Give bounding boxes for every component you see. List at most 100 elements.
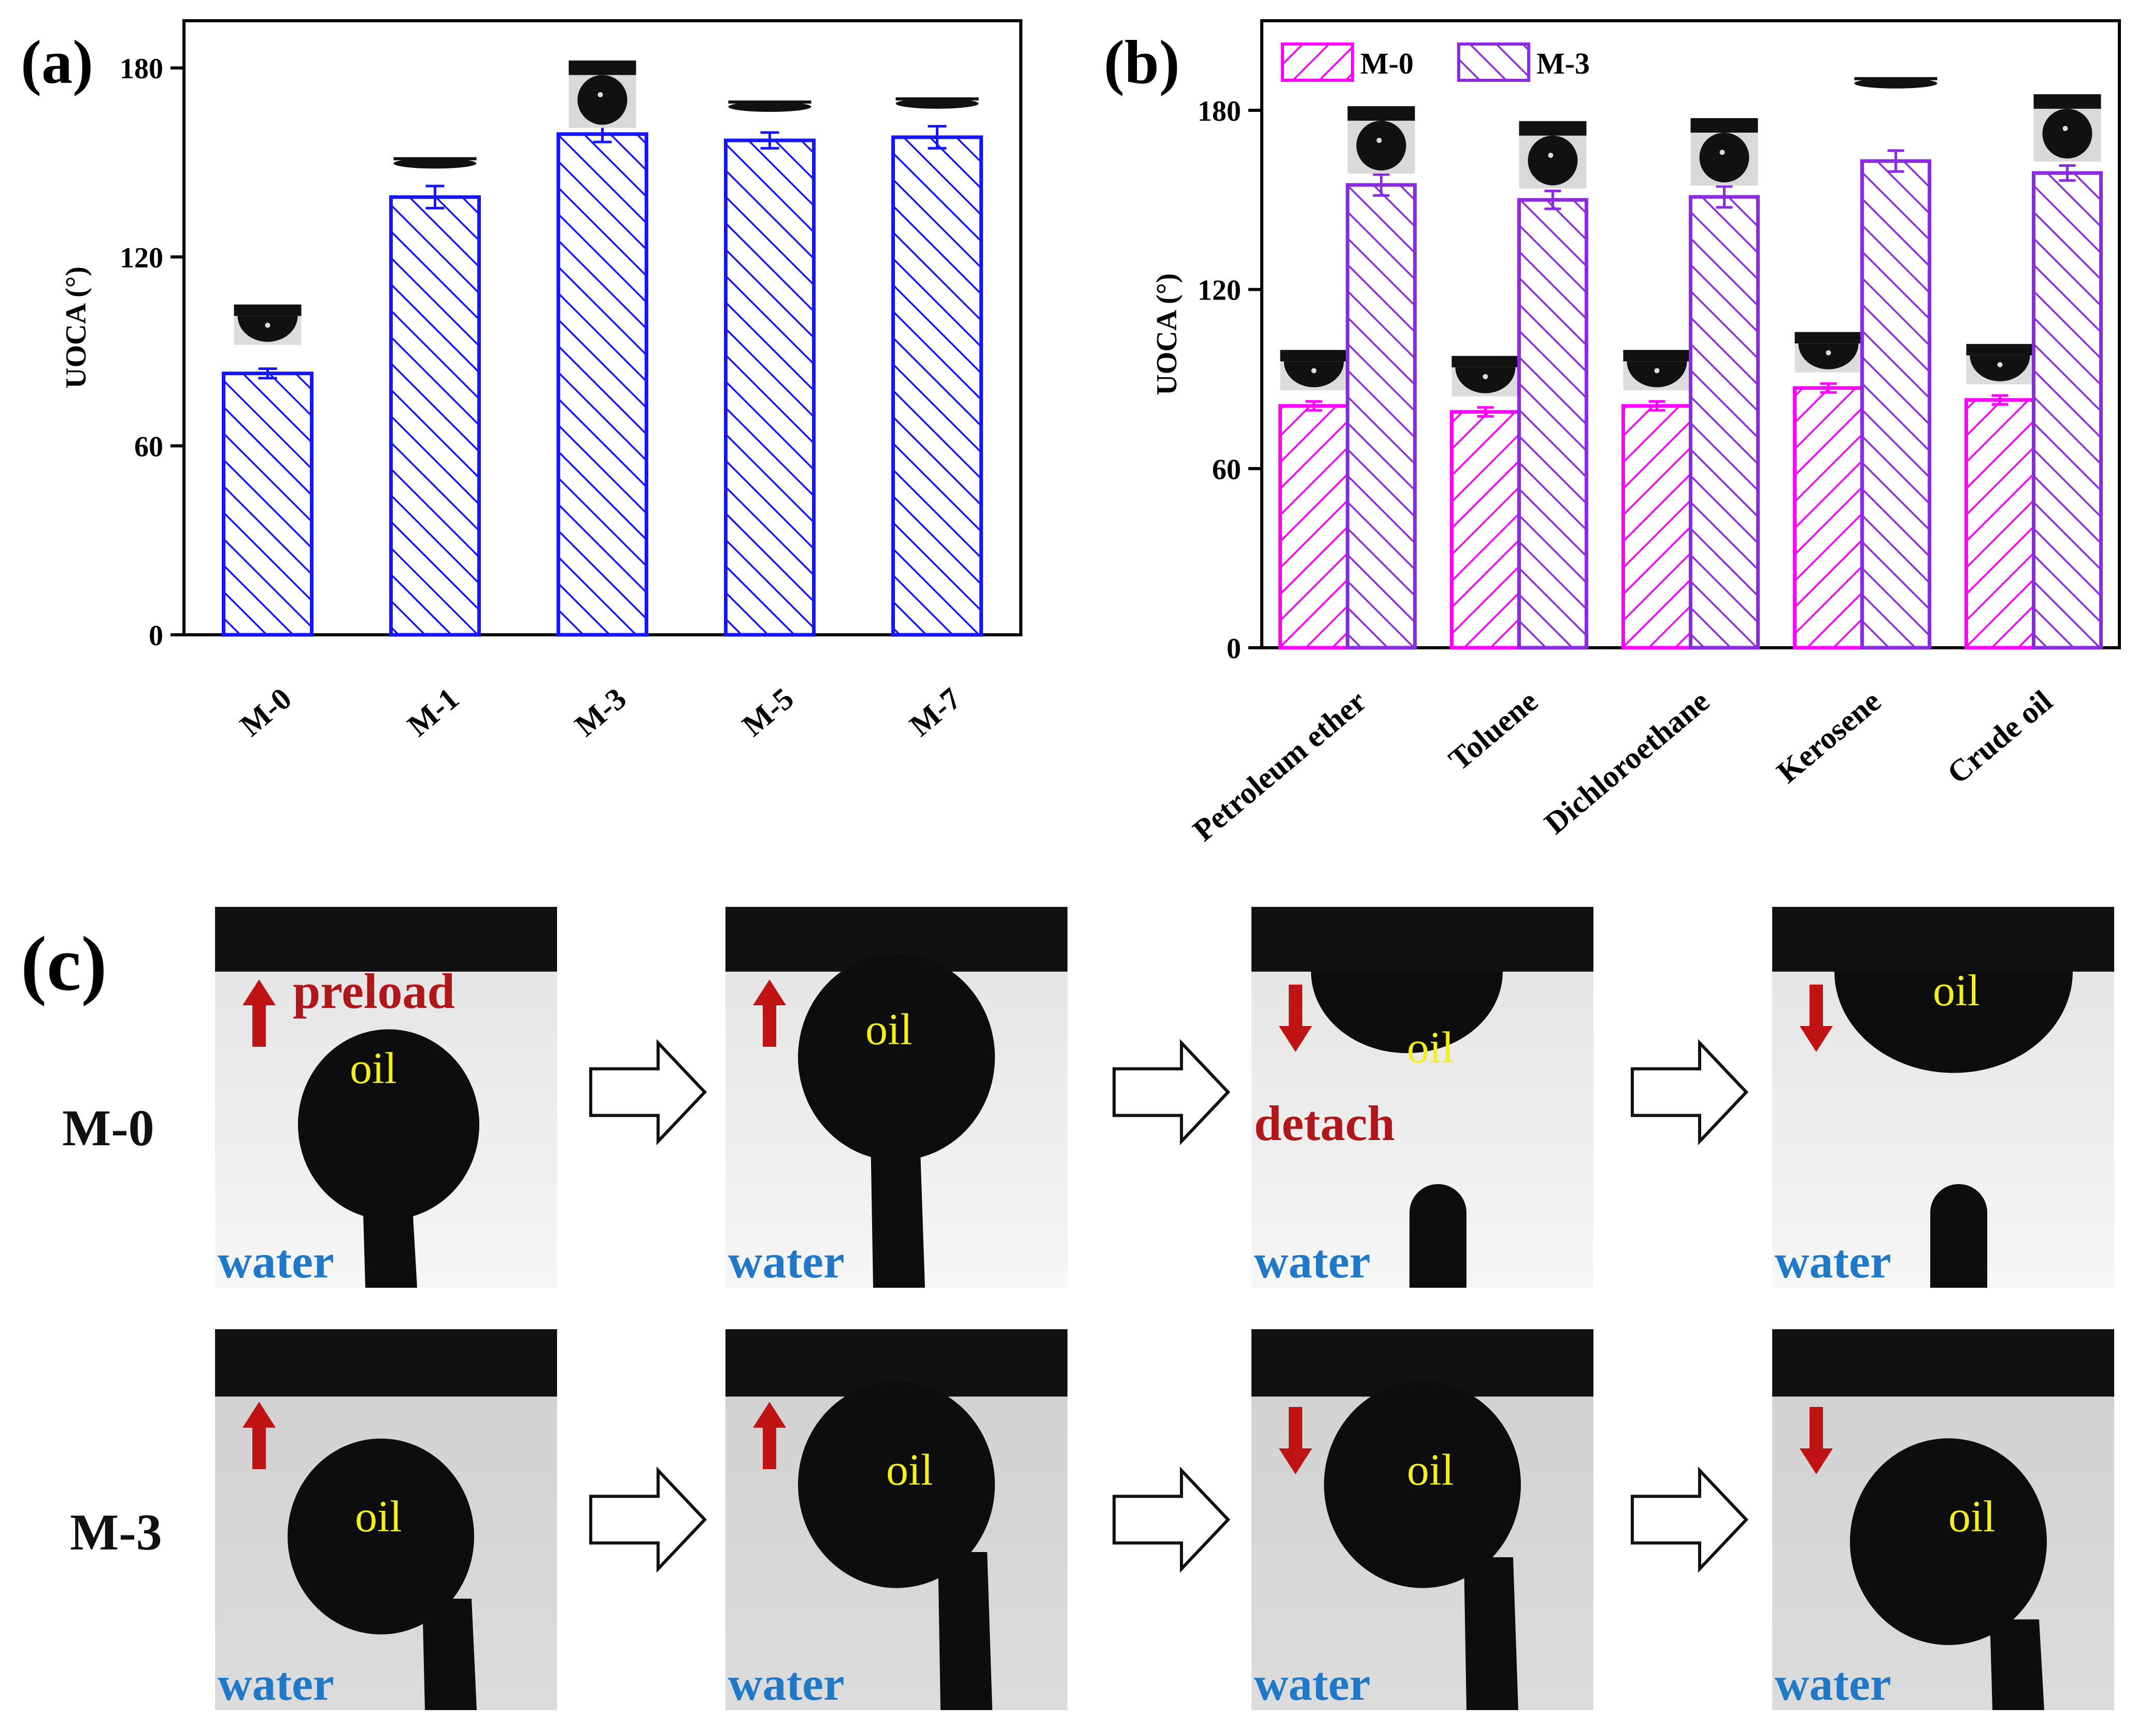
- membrane-substrate: [215, 1329, 557, 1397]
- needle: [1464, 1557, 1518, 1710]
- chart-b-ytick-label: 120: [1198, 275, 1241, 307]
- x-tick-label: Kerosene: [1770, 684, 1887, 789]
- droplet-inset: [1280, 350, 1348, 391]
- bar: [2032, 171, 2103, 650]
- frame: oil water preload: [215, 907, 557, 1288]
- x-tick-label: Crude oil: [1941, 684, 2059, 790]
- water-label: water: [218, 1235, 334, 1288]
- needle: [1990, 1619, 2044, 1710]
- droplet-inset: [728, 100, 811, 112]
- oil-label: oil: [355, 1491, 402, 1541]
- needle: [871, 1135, 925, 1288]
- bar: [1450, 410, 1521, 650]
- arrow-up-icon: [753, 979, 786, 1047]
- arrow-down-icon: [1279, 985, 1312, 1052]
- process-arrow-icon: [1631, 1038, 1749, 1146]
- droplet-inset: [1451, 355, 1519, 396]
- legend-swatch-m3: [1457, 42, 1530, 82]
- droplet-inset: [1690, 118, 1758, 186]
- bar: [389, 195, 481, 637]
- bar: [1860, 159, 1931, 650]
- oil-droplet: [798, 954, 995, 1161]
- x-tick-label: Toluene: [1442, 684, 1544, 777]
- process-arrow-icon: [589, 1466, 707, 1573]
- frame: oil water: [1772, 907, 2114, 1288]
- x-tick-label: Dichloroethane: [1538, 684, 1716, 841]
- membrane-substrate: [215, 907, 557, 972]
- oil-droplet: [798, 1381, 995, 1588]
- water-label: water: [1775, 1235, 1891, 1288]
- x-tick-label: M-7: [903, 681, 967, 743]
- preload-label: preload: [293, 963, 455, 1019]
- x-tick-label: M-0: [234, 681, 298, 743]
- oil-label: oil: [1407, 1022, 1454, 1072]
- droplet-inset: [1966, 344, 2034, 385]
- chart-b-ytick-label: 0: [1227, 633, 1241, 665]
- oil-droplet: [1311, 972, 1503, 1054]
- droplet-inset: [1794, 332, 1862, 373]
- arrow-down-icon: [1800, 985, 1833, 1052]
- oil-label: oil: [350, 1043, 397, 1093]
- chart-b-ytick-label: 60: [1212, 453, 1241, 486]
- water-label: water: [728, 1657, 845, 1710]
- oil-droplet: [1324, 1381, 1521, 1588]
- panel-b-label: (b): [1104, 27, 1180, 96]
- membrane-substrate: [1772, 1329, 2114, 1397]
- arrow-up-icon: [243, 1402, 276, 1469]
- x-tick-label: M-3: [568, 681, 633, 743]
- process-arrow-icon: [1113, 1038, 1231, 1146]
- membrane-substrate: [1251, 907, 1593, 972]
- legend-label-m0: M-0: [1360, 47, 1414, 80]
- chart-a-ylabel: UOCA (°): [60, 266, 92, 388]
- bar: [1278, 404, 1349, 650]
- droplet-inset: [1347, 106, 1415, 174]
- droplet-inset: [1854, 77, 1937, 89]
- detach-label: detach: [1254, 1095, 1395, 1151]
- oil-label: oil: [1933, 965, 1980, 1015]
- bar: [1964, 398, 2035, 650]
- droplet-inset: [568, 60, 636, 128]
- chart-a-ytick-label: 60: [134, 431, 163, 463]
- oil-label: oil: [886, 1445, 933, 1495]
- panel-c-label: (c): [21, 921, 107, 1007]
- frame: oil water: [725, 1329, 1067, 1710]
- bar: [1346, 183, 1417, 650]
- bar: [557, 132, 648, 637]
- arrow-up-icon: [243, 979, 276, 1047]
- legend-swatch-m0: [1281, 42, 1354, 82]
- droplet-inset: [234, 304, 302, 345]
- arrow-down-icon: [1279, 1407, 1312, 1474]
- x-tick-label: M-5: [736, 681, 800, 743]
- water-label: water: [1775, 1657, 1891, 1710]
- chart-a-ytick-label: 0: [149, 620, 163, 652]
- bar: [724, 138, 816, 637]
- x-tick-label: Petroleum ether: [1187, 684, 1373, 847]
- droplet-inset: [393, 157, 477, 169]
- oil-label: oil: [1407, 1445, 1454, 1495]
- chart-b-legend: M-0 M-3: [1281, 42, 1590, 82]
- needle: [363, 1197, 417, 1288]
- oil-droplet: [288, 1439, 474, 1634]
- chart-a-ytick-label: 120: [120, 242, 163, 274]
- droplet-inset: [2033, 94, 2101, 162]
- droplet-inset: [895, 97, 979, 109]
- needle: [422, 1599, 477, 1710]
- droplet-inset: [1519, 121, 1587, 189]
- bar: [1517, 198, 1588, 650]
- panel-a-label: (a): [21, 27, 93, 96]
- bar: [1621, 404, 1692, 650]
- frame: oil water: [1772, 1329, 2114, 1710]
- process-arrow-icon: [1113, 1466, 1231, 1573]
- oil-droplet: [298, 1029, 479, 1220]
- frame: oil water detach: [1251, 907, 1593, 1288]
- water-label: water: [728, 1235, 845, 1288]
- arrow-up-icon: [753, 1402, 786, 1469]
- water-label: water: [1254, 1235, 1371, 1288]
- bar: [1793, 386, 1864, 650]
- oil-label: oil: [1948, 1491, 1996, 1541]
- membrane-substrate: [1772, 907, 2114, 972]
- needle: [1930, 1184, 1987, 1288]
- x-tick-label: M-1: [401, 681, 465, 743]
